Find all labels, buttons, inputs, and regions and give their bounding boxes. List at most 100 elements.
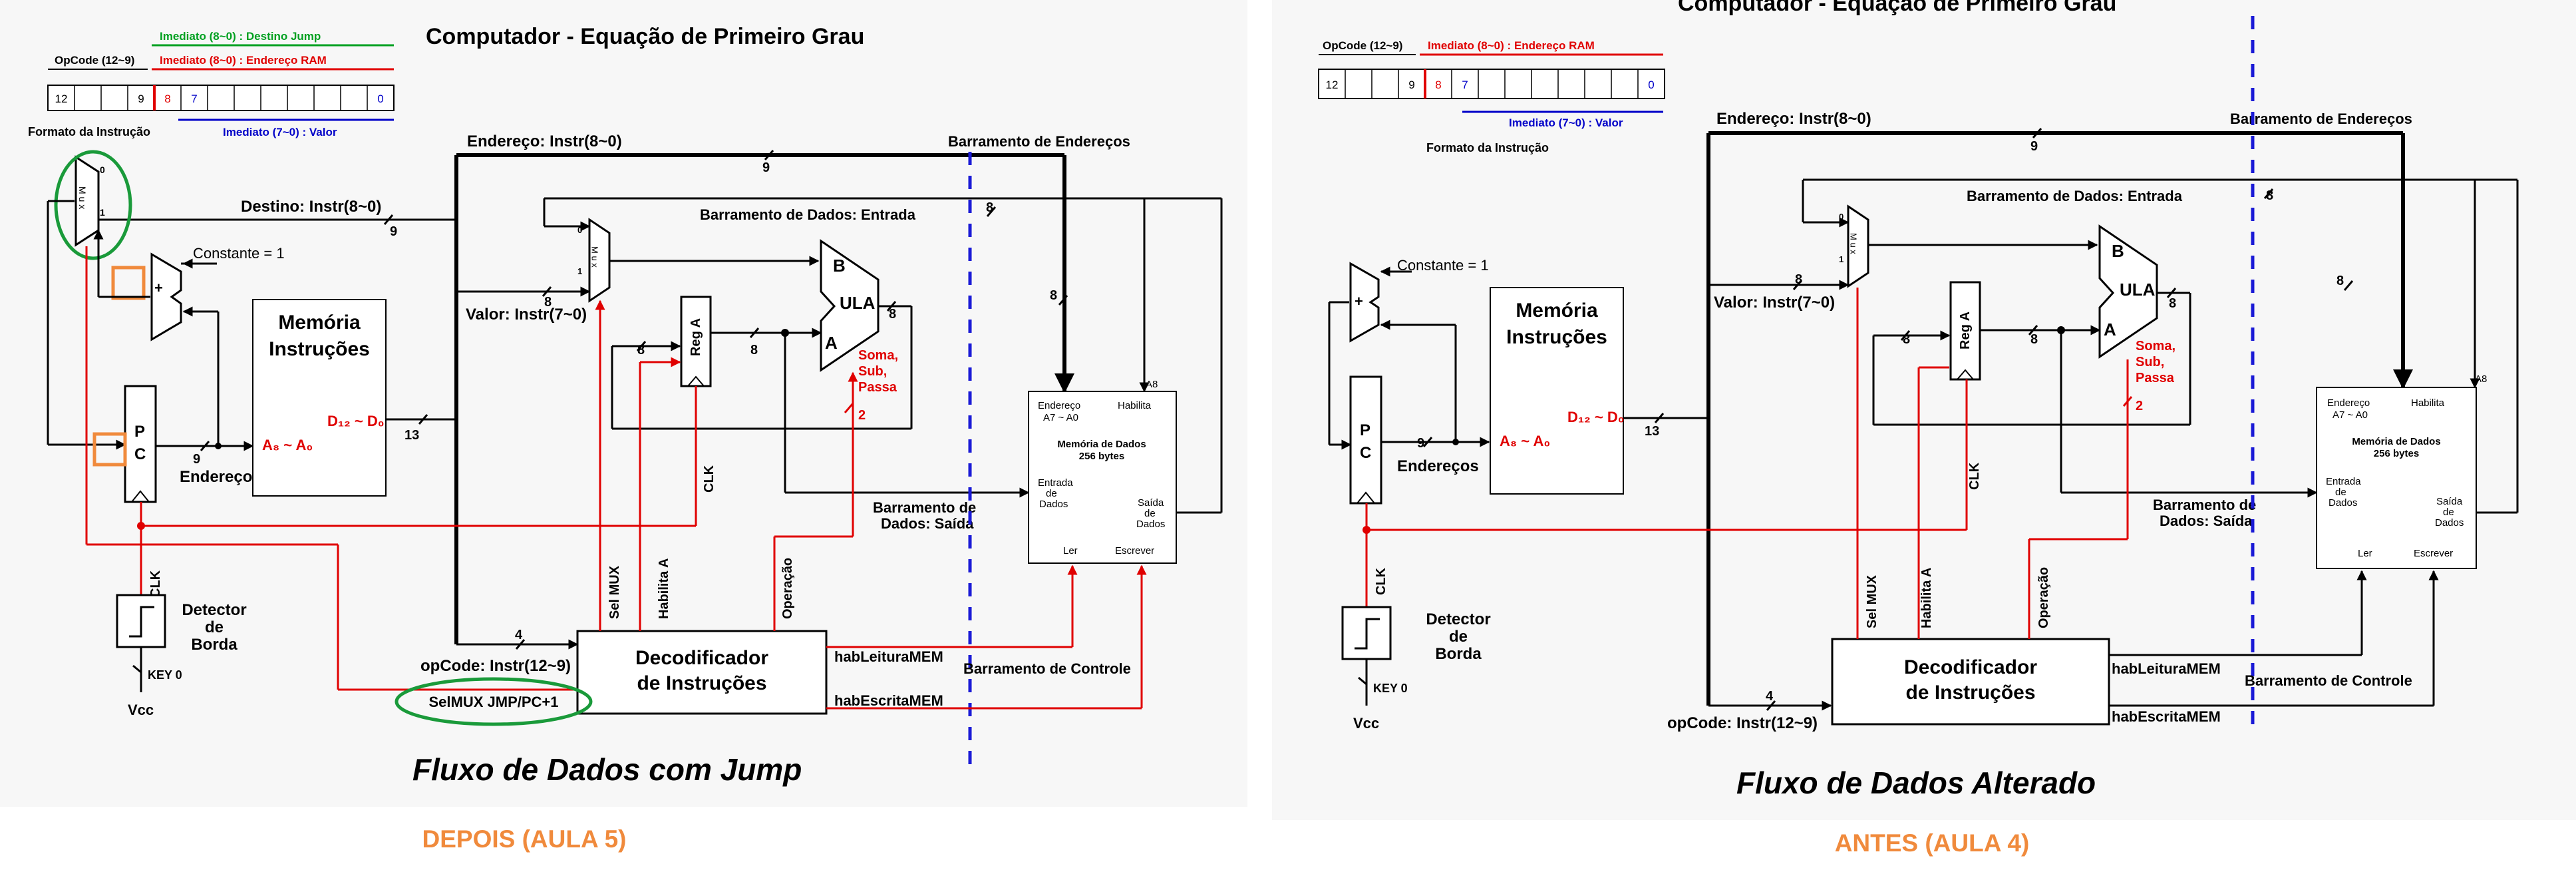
diagram-subtitle-altered: Fluxo de Dados Alterado <box>1736 766 2096 800</box>
instruction-memory-altered: Memória Instruções A₈ ~ A₀ D₁₂ ~ D₀ <box>1490 287 1625 495</box>
data-mux-0: 0 <box>577 225 582 235</box>
dm-write: Escrever <box>1115 545 1154 556</box>
enable-a-label: Habilita A <box>657 558 671 620</box>
bus-width-alu-out-altered: 8 <box>2169 296 2176 311</box>
caption-before: ANTES (AULA 4) <box>1834 829 2030 857</box>
format-caption-altered: Formato da Instrução <box>1426 141 1549 154</box>
control-bus-label-altered: Barramento de Controle <box>2245 672 2412 689</box>
data-out-label-2: Dados: Saída <box>881 515 974 532</box>
adder-symbol-altered: + <box>1355 293 1363 310</box>
value-field-label: Imediato (7~0) : Valor <box>223 126 337 138</box>
alu-label-altered: ULA <box>2120 280 2156 300</box>
edge-detector: Detector de Borda <box>116 594 247 654</box>
alu-input-a-altered: A <box>2104 320 2116 339</box>
addresses-label: Endereços <box>180 468 261 486</box>
register-a: Reg A <box>680 296 712 387</box>
dm-in-1: Entrada <box>1038 477 1073 489</box>
bus-width-data-in: 8 <box>986 200 993 215</box>
program-counter-altered: P C <box>1349 375 1382 505</box>
opcode-label-altered: opCode: Instr(12~9) <box>1667 714 1818 732</box>
bus-width-rega-out: 8 <box>750 343 758 357</box>
format-cell-bit: 7 <box>1462 79 1468 91</box>
jump-mux: M u x 0 1 <box>54 150 132 260</box>
dm-out-2: de <box>1144 508 1156 519</box>
dm-write-altered: Escrever <box>2414 548 2453 559</box>
data-out-label-2-altered: Dados: Saída <box>2160 513 2253 529</box>
adder-symbol: + <box>154 280 163 296</box>
instruction-format: OpCode (12~9) Imediato (8~0) : Destino J… <box>28 30 395 138</box>
decoder-title-1-altered: Decodificador <box>1904 656 2037 678</box>
edge-detector-3: Borda <box>191 636 238 654</box>
data-mux-label: M u x <box>590 246 600 268</box>
dm-read-altered: Ler <box>2358 548 2372 559</box>
data-memory: Endereço A7 ~ A0 Habilita A8 Memória de … <box>1028 379 1177 564</box>
data-out-label-1: Barramento de <box>873 499 976 516</box>
reg-a-label-altered: Reg A <box>1958 312 1973 349</box>
enable-a-label-altered: Habilita A <box>1919 568 1934 629</box>
inst-mem-address: A₈ ~ A₀ <box>262 437 313 453</box>
edge-detector-altered: Detector de Borda <box>1341 606 1491 663</box>
bus-width-alu-op: 2 <box>858 408 866 423</box>
edge-detector-1-altered: Detector <box>1426 610 1490 628</box>
decoder-title-1: Decodificador <box>635 647 768 669</box>
format-cell-bit: 8 <box>164 93 170 105</box>
bus-width-alu-out: 8 <box>889 307 896 322</box>
address-bus: Endereço: Instr(8~0) Barramento de Ender… <box>81 132 1130 650</box>
jump-field-label: Imediato (8~0) : Destino Jump <box>160 30 321 43</box>
bus-width-alu-op-altered: 2 <box>2136 399 2143 413</box>
decoder-title-2: de Instruções <box>637 672 766 694</box>
sel-mux-label-altered: Sel MUX <box>1865 574 1879 628</box>
alu-input-b: B <box>833 256 846 276</box>
pc-letter-c: C <box>134 445 146 463</box>
value-field-label-altered: Imediato (7~0) : Valor <box>1509 116 1623 129</box>
dm-read: Ler <box>1063 545 1078 556</box>
read-mem-label-altered: habLeituraMEM <box>2112 660 2221 677</box>
jump-mux-1: 1 <box>100 207 105 218</box>
alu-label: ULA <box>840 293 876 313</box>
clk-label-pc: CLK <box>148 570 163 598</box>
opcode-field-label-altered: OpCode (12~9) <box>1323 39 1402 52</box>
jump-mux-label: M u x <box>77 186 88 209</box>
register-a-altered: Reg A <box>1949 281 1981 381</box>
alu-input-b-altered: B <box>2112 241 2124 261</box>
bus-width-address-altered: 9 <box>2030 139 2038 154</box>
pc-adder: + <box>111 252 182 341</box>
edge-detector-3-altered: Borda <box>1435 645 1482 663</box>
pc-adder-altered: + <box>1349 262 1380 343</box>
format-caption: Formato da Instrução <box>28 125 150 138</box>
selmux-jmp-label: SelMUX JMP/PC+1 <box>428 694 558 710</box>
reg-a-label: Reg A <box>689 318 703 356</box>
clk-label-rega: CLK <box>702 465 717 493</box>
dm-address-2: A7 ~ A0 <box>1043 412 1078 423</box>
constant-label: Constante = 1 <box>193 245 285 262</box>
caption-after: DEPOIS (AULA 5) <box>422 825 627 853</box>
dm-enable-altered: Habilita <box>2411 397 2445 409</box>
alu-op-sub: Sub, <box>858 364 887 379</box>
inst-mem-title-1-altered: Memória <box>1516 300 1598 322</box>
value-label: Valor: Instr(7~0) <box>466 306 587 324</box>
dm-title-2-altered: 256 bytes <box>2374 448 2419 459</box>
dm-address-2-altered: A7 ~ A0 <box>2333 409 2368 421</box>
pc-highlight <box>92 432 127 467</box>
format-cell-bit: 0 <box>377 93 383 105</box>
inst-mem-data: D₁₂ ~ D₀ <box>327 413 385 429</box>
diagram-panel-with-jump: Computador - Equação de Primeiro Grau Op… <box>0 0 1247 807</box>
ram-field-label: Imediato (8~0) : Endereço RAM <box>160 54 327 67</box>
dm-title-1: Memória de Dados <box>1057 439 1146 450</box>
operation-label: Operação <box>780 558 795 619</box>
address-label: Endereço: Instr(8~0) <box>467 132 622 150</box>
key0-label: KEY 0 <box>148 668 182 682</box>
selmux-highlight <box>395 677 593 726</box>
write-mem-label-altered: habEscritaMEM <box>2112 708 2221 725</box>
data-mux-1: 1 <box>577 266 582 276</box>
program-counter: P C <box>92 385 157 503</box>
bus-width-rega-out-altered: 8 <box>2030 332 2038 347</box>
data-mux-altered: M u x 0 1 <box>1839 204 1869 288</box>
pc-letter-p: P <box>134 423 145 441</box>
format-cell-bit: 9 <box>1408 79 1414 91</box>
diagram-title: Computador - Equação de Primeiro Grau <box>426 24 864 49</box>
alu-altered: B ULA A <box>2098 224 2158 359</box>
diagram-panel-altered: Computador - Equação de Primeiro Grau Op… <box>1272 0 2576 820</box>
